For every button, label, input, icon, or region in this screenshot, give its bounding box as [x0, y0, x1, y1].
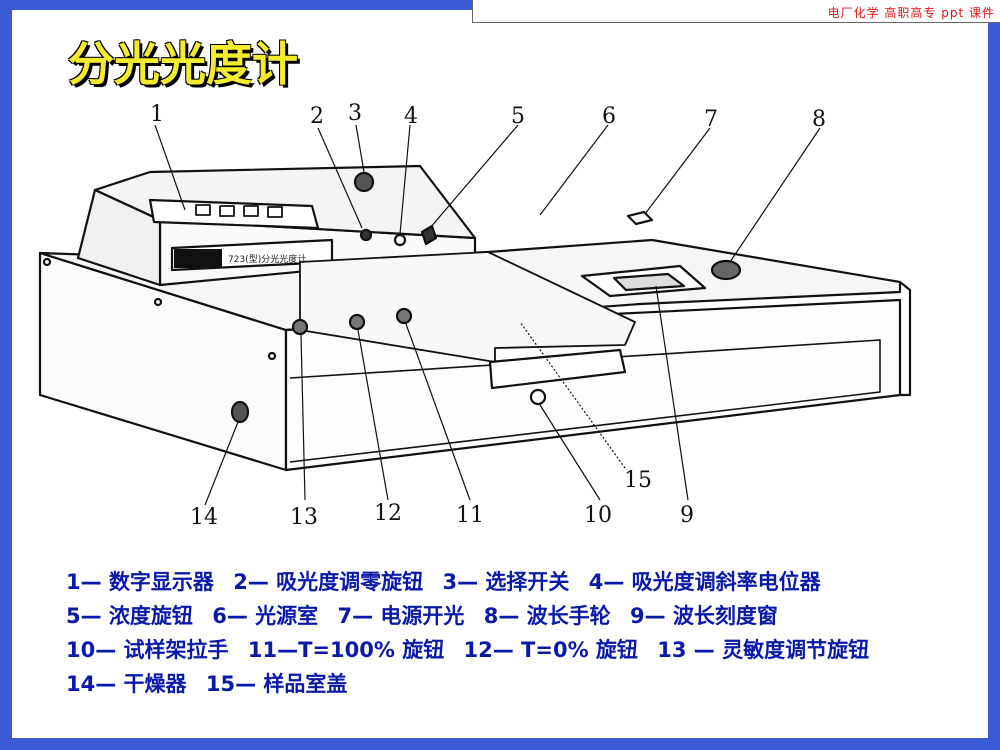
callout-5: 5 — [511, 104, 525, 129]
callout-11: 11 — [456, 503, 484, 528]
callout-8: 8 — [812, 107, 826, 132]
callout-6: 6 — [602, 104, 616, 129]
knob-3 — [353, 171, 375, 193]
legend-item-12: 12— T=0% 旋钮 — [463, 638, 638, 662]
header-banner: 电厂化学 高职高专 ppt 课件 — [472, 0, 1000, 23]
callout-4: 4 — [404, 104, 418, 129]
legend-item-14: 14— 干燥器 — [66, 672, 187, 696]
callout-3: 3 — [348, 101, 362, 126]
nameplate-text: 723(型)分光光度计 — [228, 253, 306, 265]
legend-item-3: 3— 选择开关 — [442, 570, 570, 594]
knob-2 — [359, 228, 373, 242]
nameplate-dark-block — [174, 249, 222, 268]
body-right-side — [899, 281, 912, 397]
header-text: 电厂化学 高职高专 ppt 课件 — [827, 6, 995, 20]
power-switch — [626, 210, 654, 226]
display-digit — [219, 205, 235, 217]
led-4 — [393, 233, 407, 247]
sample-lid — [299, 251, 636, 363]
callout-9: 9 — [680, 503, 694, 528]
knob-5 — [420, 224, 438, 246]
legend-item-11: 11—T=100% 旋钮 — [247, 638, 445, 662]
wavelength-window-inner — [612, 272, 686, 292]
knob-13 — [291, 318, 309, 336]
display-digit — [267, 206, 283, 218]
slide-title: 分光光度计 — [68, 37, 298, 91]
display-digit — [243, 205, 259, 217]
callout-14: 14 — [190, 505, 218, 530]
legend-item-1: 1— 数字显示器 — [66, 570, 214, 594]
legend-item-8: 8— 波长手轮 — [483, 604, 611, 628]
legend-item-13: 13 — 灵敏度调节旋钮 — [657, 638, 870, 662]
display-digit — [195, 204, 211, 216]
desiccant-plug — [230, 400, 250, 424]
sample-lid-handle — [488, 348, 627, 390]
legend-item-9: 9— 波长刻度窗 — [630, 604, 778, 628]
legend-item-7: 7— 电源开光 — [337, 604, 465, 628]
legend-item-2: 2— 吸光度调零旋钮 — [233, 570, 424, 594]
callout-15: 15 — [624, 468, 652, 493]
wavelength-handwheel — [710, 259, 742, 281]
screw — [267, 351, 277, 361]
knob-11 — [395, 307, 413, 325]
sample-rod-handle — [529, 388, 547, 406]
legend: 1— 数字显示器 2— 吸光度调零旋钮 3— 选择开关 4— 吸光度调斜率电位器… — [66, 565, 946, 701]
callout-2: 2 — [310, 104, 324, 129]
callout-7: 7 — [704, 107, 718, 132]
legend-item-5: 5— 浓度旋钮 — [66, 604, 193, 628]
callout-1: 1 — [150, 102, 164, 127]
legend-item-10: 10— 试样架拉手 — [66, 638, 229, 662]
display-housing-side — [76, 188, 162, 287]
callout-10: 10 — [584, 503, 612, 528]
screw — [42, 257, 52, 267]
legend-item-6: 6— 光源室 — [212, 604, 319, 628]
screw — [153, 297, 163, 307]
legend-item-15: 15— 样品室盖 — [205, 672, 348, 696]
knob-12 — [348, 313, 366, 331]
callout-12: 12 — [374, 501, 402, 526]
legend-item-4: 4— 吸光度调斜率电位器 — [588, 570, 821, 594]
callout-13: 13 — [290, 505, 318, 530]
